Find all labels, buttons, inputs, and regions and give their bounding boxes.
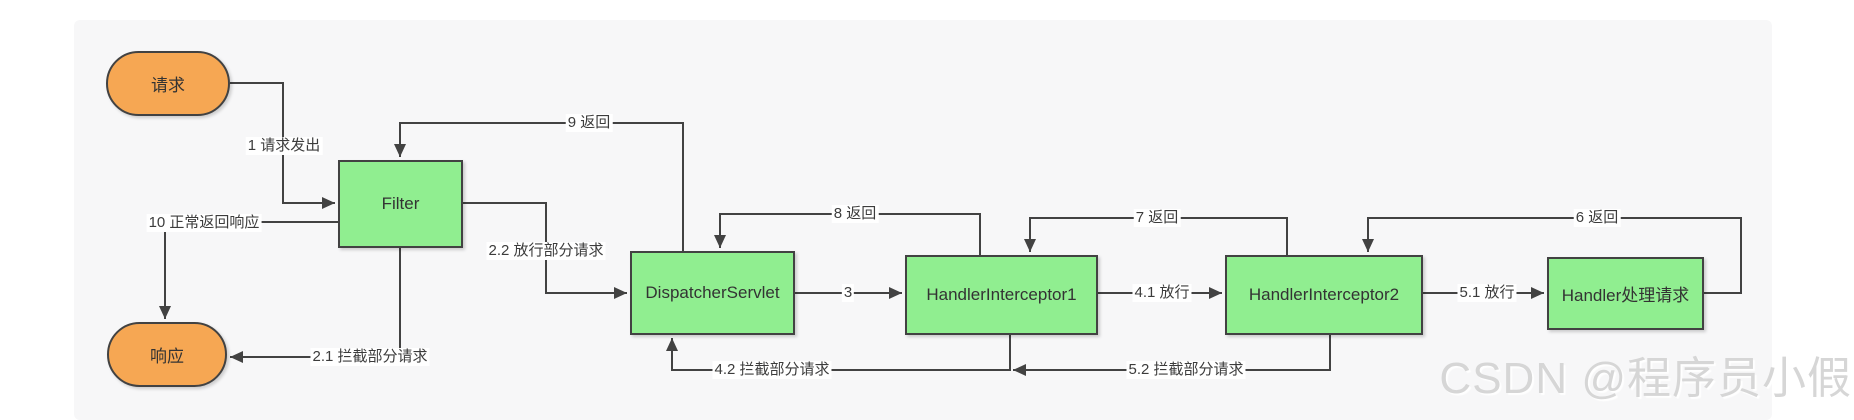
edge-label-1-request-sent: 1 请求发出 (245, 137, 323, 155)
node-handler-interceptor2-label: HandlerInterceptor2 (1248, 285, 1400, 304)
node-handler-interceptor2: HandlerInterceptor2 (1225, 255, 1423, 335)
edge-label-3: 3 (841, 284, 855, 302)
edge-label-8-return: 8 返回 (831, 205, 879, 223)
edge-label-9-return: 9 返回 (565, 114, 613, 132)
node-dispatcher-servlet-label: DispatcherServlet (645, 283, 780, 302)
edge-label-7-return: 7 返回 (1133, 209, 1181, 227)
node-filter-label: Filter (381, 194, 420, 213)
node-response-label: 响应 (150, 347, 184, 366)
node-dispatcher-servlet: DispatcherServlet (630, 251, 795, 335)
edge-label-2-1-block-requests: 2.1 拦截部分请求 (310, 348, 430, 366)
edge-label-10-normal-response: 10 正常返回响应 (146, 214, 262, 232)
node-handler-interceptor1: HandlerInterceptor1 (905, 255, 1098, 335)
node-request: 请求 (106, 51, 230, 116)
node-handler-label: Handler处理请求 (1561, 286, 1690, 305)
node-filter: Filter (338, 160, 463, 248)
edge-label-5-1-pass: 5.1 放行 (1457, 284, 1517, 302)
node-handler: Handler处理请求 (1547, 257, 1704, 330)
edge-label-5-2-block-requests: 5.2 拦截部分请求 (1126, 361, 1246, 379)
edge-label-4-1-pass: 4.1 放行 (1132, 284, 1192, 302)
node-request-label: 请求 (151, 76, 185, 95)
node-handler-interceptor1-label: HandlerInterceptor1 (926, 285, 1077, 304)
edge-label-6-return: 6 返回 (1573, 209, 1621, 227)
node-response: 响应 (107, 322, 227, 387)
csdn-watermark: CSDN @程序员小假 (1439, 354, 1852, 403)
edge-label-4-2-block-requests: 4.2 拦截部分请求 (712, 361, 832, 379)
edge-label-2-2-pass-requests: 2.2 放行部分请求 (486, 242, 606, 260)
